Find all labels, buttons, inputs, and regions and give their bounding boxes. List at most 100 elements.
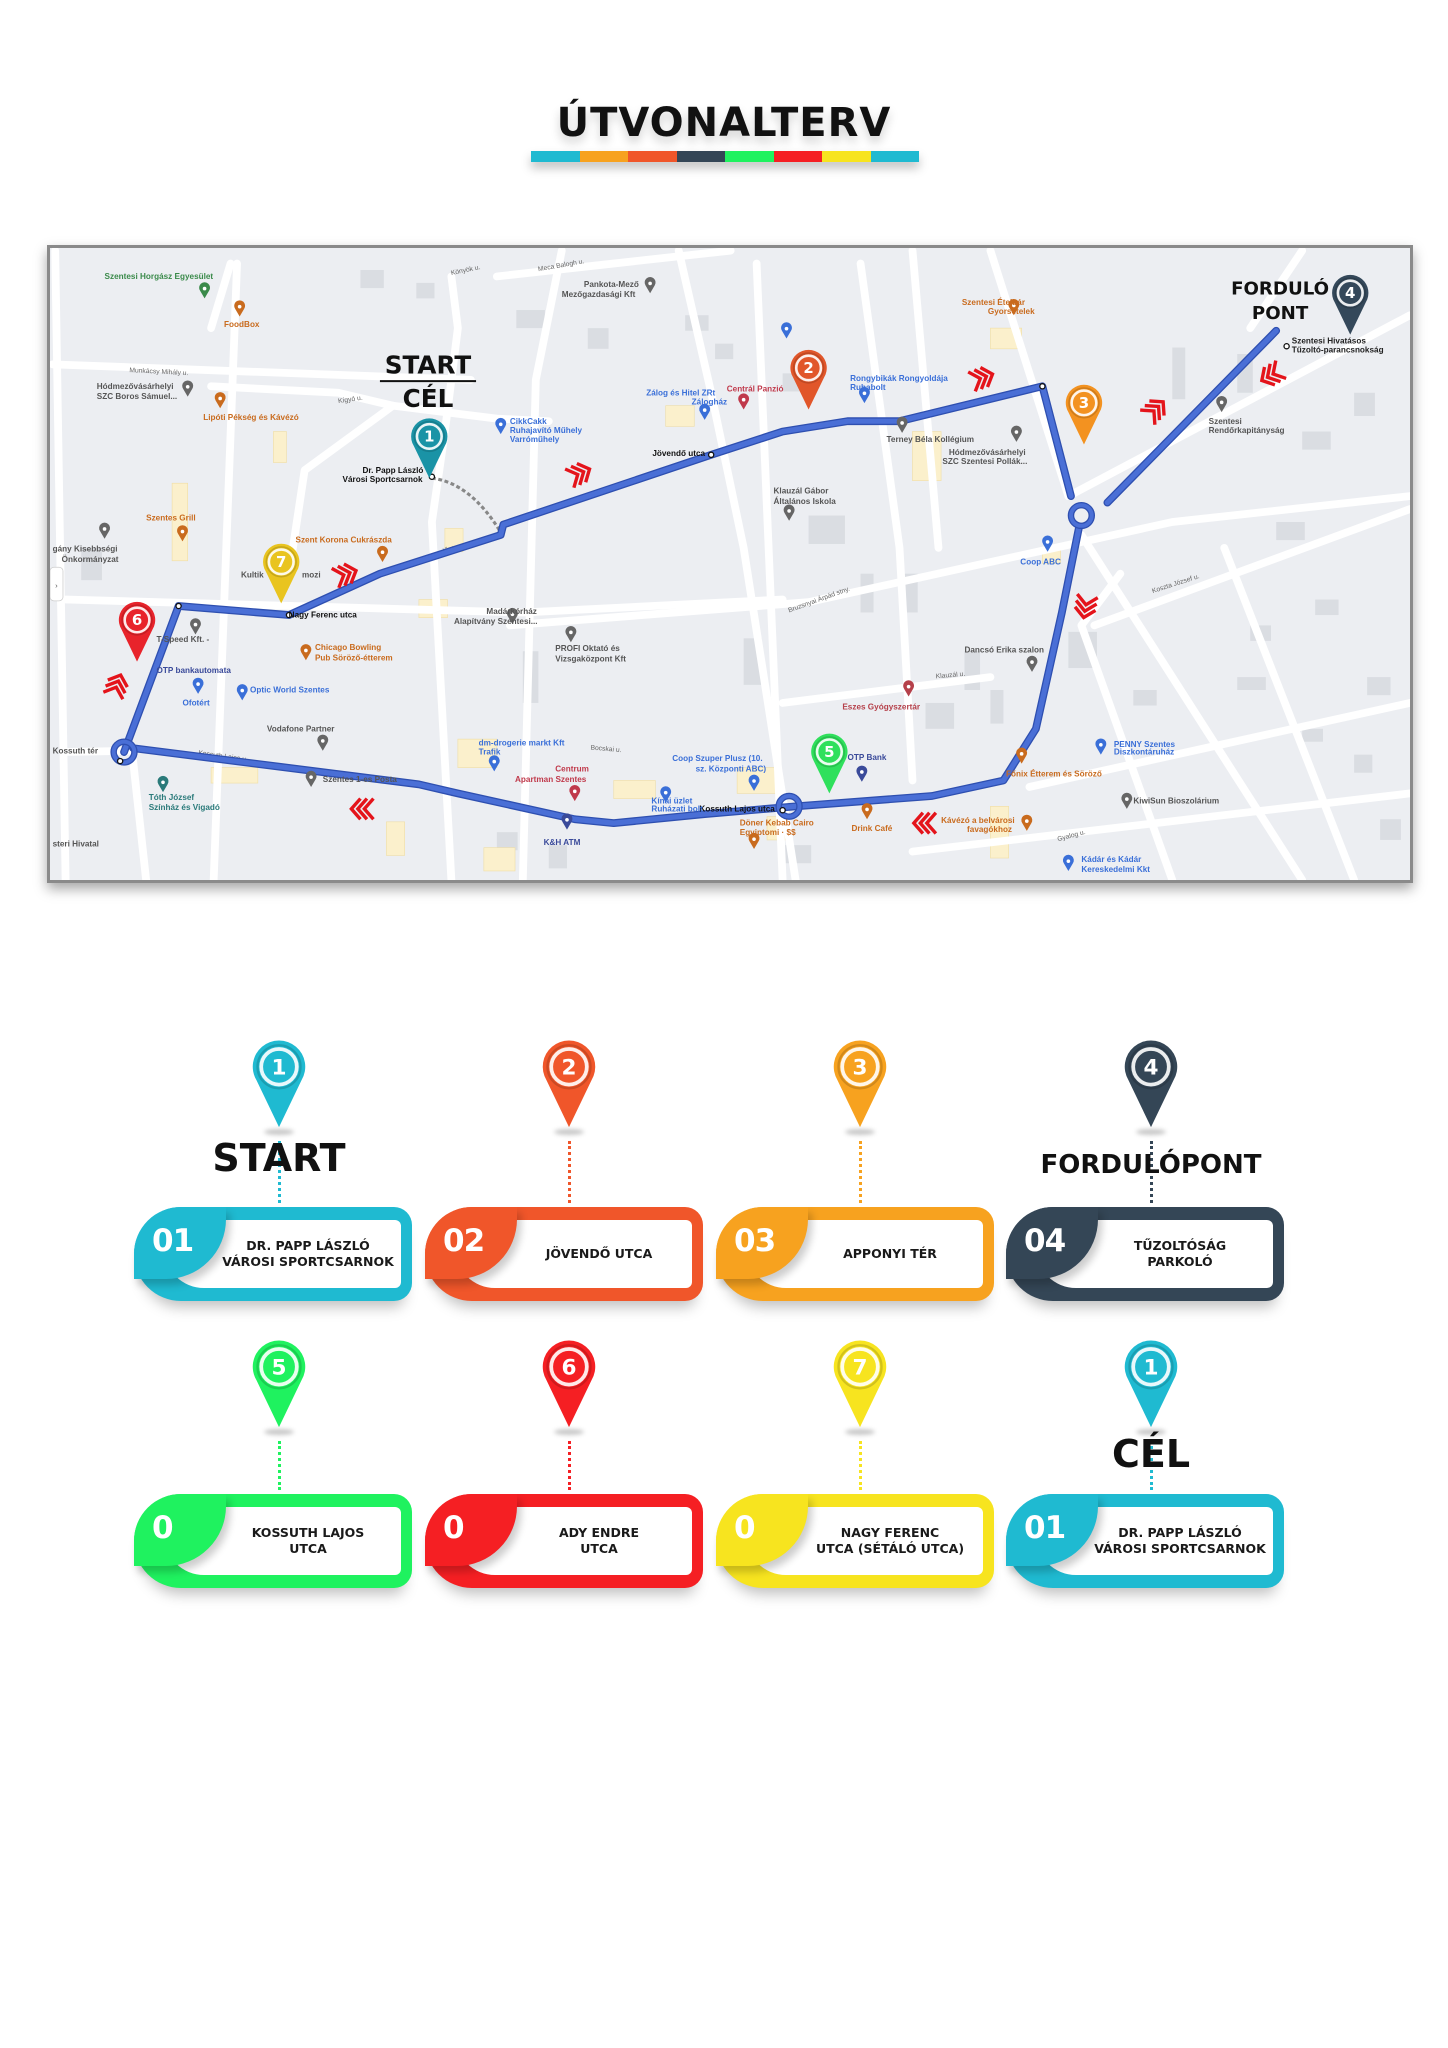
- poi-label[interactable]: Diszkontáruház: [1114, 748, 1174, 757]
- poi-marker-icon[interactable]: [305, 770, 317, 787]
- poi-label[interactable]: FoodBox: [224, 320, 260, 329]
- poi-label[interactable]: Pankota-Mező: [584, 280, 639, 289]
- poi-marker-icon[interactable]: [377, 545, 388, 563]
- stop-card[interactable]: 0 NAGY FERENC UTCA (SÉTÁLÓ UTCA): [716, 1494, 994, 1588]
- poi-label[interactable]: Kínai üzlet: [651, 797, 692, 806]
- map-pin-2[interactable]: 2: [790, 349, 827, 410]
- poi-marker-icon[interactable]: [896, 416, 908, 433]
- poi-label[interactable]: OTP Bank: [848, 753, 887, 762]
- poi-label[interactable]: Coop ABC: [1020, 558, 1061, 567]
- poi-marker-icon[interactable]: [495, 417, 507, 435]
- poi-marker-icon[interactable]: [317, 734, 329, 751]
- poi-marker-icon[interactable]: [1021, 814, 1033, 831]
- map-side-panel-toggle[interactable]: [50, 566, 64, 602]
- poi-marker-icon[interactable]: [569, 784, 581, 802]
- poi-label[interactable]: sz. Központi ABC): [696, 764, 767, 773]
- poi-label[interactable]: Optic World Szentes: [250, 686, 330, 695]
- poi-label[interactable]: Kádár és Kádár: [1081, 855, 1142, 864]
- poi-label[interactable]: Eszes Gyógyszertár: [842, 702, 921, 711]
- poi-label[interactable]: Pub Söröző-étterem: [315, 653, 393, 662]
- poi-label[interactable]: Döner Kebab Cairo: [740, 819, 814, 828]
- poi-marker-icon[interactable]: [644, 277, 656, 294]
- poi-marker-icon[interactable]: [781, 322, 792, 339]
- poi-marker-icon[interactable]: [1010, 425, 1022, 442]
- poi-label[interactable]: Centrum: [555, 764, 589, 773]
- poi-marker-icon[interactable]: [1026, 655, 1038, 672]
- poi-marker-icon[interactable]: [1008, 299, 1020, 316]
- poi-label[interactable]: Varróműhely: [510, 435, 560, 444]
- poi-label[interactable]: Rendőrkapitányság: [1209, 426, 1285, 435]
- poi-marker-icon[interactable]: [214, 392, 226, 409]
- poi-label[interactable]: Klauzál Gábor: [774, 487, 830, 496]
- poi-label[interactable]: Ruhabolt: [850, 383, 886, 392]
- poi-label[interactable]: Alapítvány Szentesi...: [454, 617, 538, 626]
- poi-marker-icon[interactable]: [699, 403, 711, 420]
- poi-marker-icon[interactable]: [748, 774, 760, 791]
- poi-label[interactable]: Általános Iskola: [774, 496, 837, 506]
- poi-label[interactable]: Szentesi Ételbár: [962, 297, 1026, 307]
- poi-label[interactable]: Színház és Vigadó: [149, 803, 220, 812]
- poi-label[interactable]: PENNY Szentes: [1114, 740, 1176, 749]
- poi-marker-icon[interactable]: [190, 618, 201, 635]
- poi-label[interactable]: Trafik: [479, 748, 501, 757]
- poi-label[interactable]: Hódmezővásárhelyi: [97, 382, 174, 391]
- poi-label[interactable]: Kávézó a belvárosi: [941, 816, 1015, 825]
- route-map[interactable]: Munkácsy Mihály u.Kígyó u.Könyök u.Meca …: [47, 245, 1413, 883]
- poi-marker-icon[interactable]: [561, 813, 573, 830]
- poi-label[interactable]: Drink Café: [851, 824, 892, 833]
- stop-card[interactable]: 0 KOSSUTH LAJOS UTCA: [134, 1494, 412, 1588]
- poi-label[interactable]: Zálogház: [692, 397, 727, 406]
- poi-label[interactable]: favagókhoz: [967, 825, 1012, 834]
- poi-label[interactable]: steri Hivatal: [53, 839, 99, 848]
- poi-marker-icon[interactable]: [182, 380, 194, 397]
- poi-marker-icon[interactable]: [903, 680, 915, 697]
- poi-marker-icon[interactable]: [783, 504, 795, 521]
- poi-label[interactable]: Vodafone Partner: [267, 724, 335, 733]
- poi-label[interactable]: Ruhajavító Műhely: [510, 426, 583, 435]
- poi-label[interactable]: Apartman Szentes: [515, 775, 587, 784]
- poi-marker-icon[interactable]: [1042, 535, 1054, 552]
- map-pin-1[interactable]: 1: [411, 418, 448, 479]
- poi-label[interactable]: Tóth József: [149, 793, 195, 802]
- poi-label[interactable]: Hódmezővásárhelyi: [949, 448, 1026, 457]
- poi-label[interactable]: Szentesi Horgász Egyesület: [105, 272, 214, 281]
- poi-label[interactable]: KiwiSun Bioszolárium: [1133, 797, 1219, 806]
- poi-label[interactable]: Mezőgazdasági Kft: [562, 290, 636, 299]
- stop-card[interactable]: 01 DR. PAPP LÁSZLÓ VÁROSI SPORTCSARNOK: [1006, 1494, 1284, 1588]
- poi-label[interactable]: Kossuth tér: [53, 746, 99, 755]
- poi-label[interactable]: Lipóti Pékség és Kávézó: [203, 413, 298, 422]
- poi-marker-icon[interactable]: [300, 644, 312, 661]
- poi-label[interactable]: mozi: [302, 571, 321, 580]
- poi-label[interactable]: Kereskedelmi Kkt: [1081, 865, 1150, 874]
- map-pin-4[interactable]: 4: [1332, 274, 1369, 335]
- map-pin-7[interactable]: 7: [263, 543, 300, 604]
- poi-label[interactable]: Szentes Grill: [146, 514, 196, 523]
- map-pin-3[interactable]: 3: [1065, 384, 1103, 445]
- poi-label[interactable]: PROFI Oktató és: [555, 644, 620, 653]
- poi-label[interactable]: Chicago Bowling: [315, 643, 381, 652]
- poi-marker-icon[interactable]: [99, 522, 111, 539]
- poi-label[interactable]: gány Kisebbségi: [53, 545, 118, 554]
- poi-label[interactable]: Rongybikák Rongyoldája: [850, 374, 948, 383]
- poi-marker-icon[interactable]: [1121, 792, 1133, 809]
- map-pin-6[interactable]: 6: [118, 601, 156, 662]
- poi-label[interactable]: Terney Béla Kollégium: [887, 435, 975, 444]
- poi-marker-icon[interactable]: [1216, 395, 1228, 413]
- poi-marker-icon[interactable]: [748, 832, 760, 849]
- poi-label[interactable]: Ruházati bolt: [651, 805, 703, 814]
- poi-label[interactable]: Szentesi Hivatásos: [1292, 337, 1367, 346]
- poi-label[interactable]: OTP bankautomata: [157, 666, 232, 675]
- poi-marker-icon[interactable]: [858, 386, 870, 404]
- poi-marker-icon[interactable]: [861, 803, 873, 820]
- stop-card[interactable]: 01 DR. PAPP LÁSZLÓ VÁROSI SPORTCSARNOK: [134, 1207, 412, 1301]
- poi-marker-icon[interactable]: [660, 786, 672, 803]
- poi-label[interactable]: dm-drogerie markt Kft: [479, 739, 565, 748]
- poi-marker-icon[interactable]: [856, 765, 868, 782]
- poi-marker-icon[interactable]: [234, 300, 246, 317]
- stop-card[interactable]: 04 TŰZOLTÓSÁG PARKOLÓ: [1006, 1207, 1284, 1301]
- poi-label[interactable]: Kultik: [241, 571, 264, 580]
- poi-marker-icon[interactable]: [1095, 738, 1107, 755]
- poi-label[interactable]: Centrál Panzió: [727, 384, 784, 393]
- poi-label[interactable]: Dancsó Erika szalon: [964, 646, 1044, 655]
- poi-label[interactable]: Madárkórház: [486, 607, 536, 616]
